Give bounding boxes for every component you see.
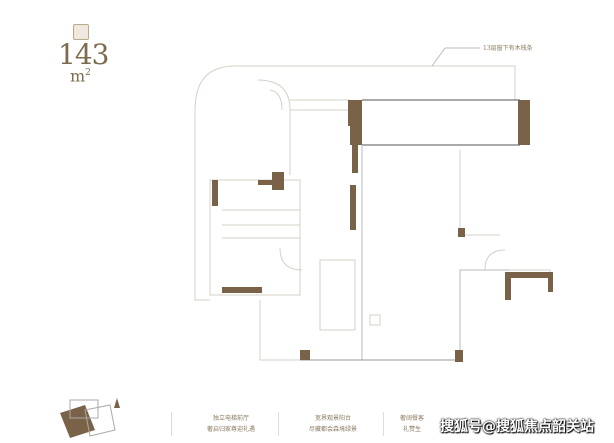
watermark: 搜狐号@搜狐焦点韶关站 [440, 419, 594, 435]
divider [278, 412, 279, 436]
curved-corridor [257, 79, 291, 175]
north-arrow-icon [114, 398, 120, 408]
feature-line: 奢阔餐客 [399, 415, 424, 422]
logo-badge-icon [73, 24, 89, 40]
area-unit: m2 [70, 64, 91, 85]
feature-line: 奢启归家尊迎礼遇 [206, 426, 255, 433]
feature-line: 独立电梯前厅 [212, 415, 249, 422]
walls [212, 100, 553, 362]
feature-line: 礼赞生 [402, 426, 421, 433]
divider [171, 412, 172, 436]
plan-note: 13层窗下有木栈条 [483, 45, 533, 52]
feature-1: 独立电梯前厅奢启归家尊迎礼遇 [187, 413, 275, 435]
area-value: 143 [58, 38, 109, 71]
divider [383, 412, 384, 436]
feature-3: 奢阔餐客礼赞生 [390, 413, 434, 435]
feature-line: 尽藏都会森境绿景 [308, 426, 357, 433]
outer-boundary [194, 65, 516, 111]
outer-left [194, 110, 210, 301]
unit-sup: 2 [85, 68, 91, 78]
unit-text: m [70, 66, 86, 86]
feature-line: 宽界观景阳台 [314, 415, 351, 422]
feature-2: 宽界观景阳台尽藏都会森境绿景 [289, 413, 377, 435]
key-plan-thumbnail [60, 398, 120, 438]
